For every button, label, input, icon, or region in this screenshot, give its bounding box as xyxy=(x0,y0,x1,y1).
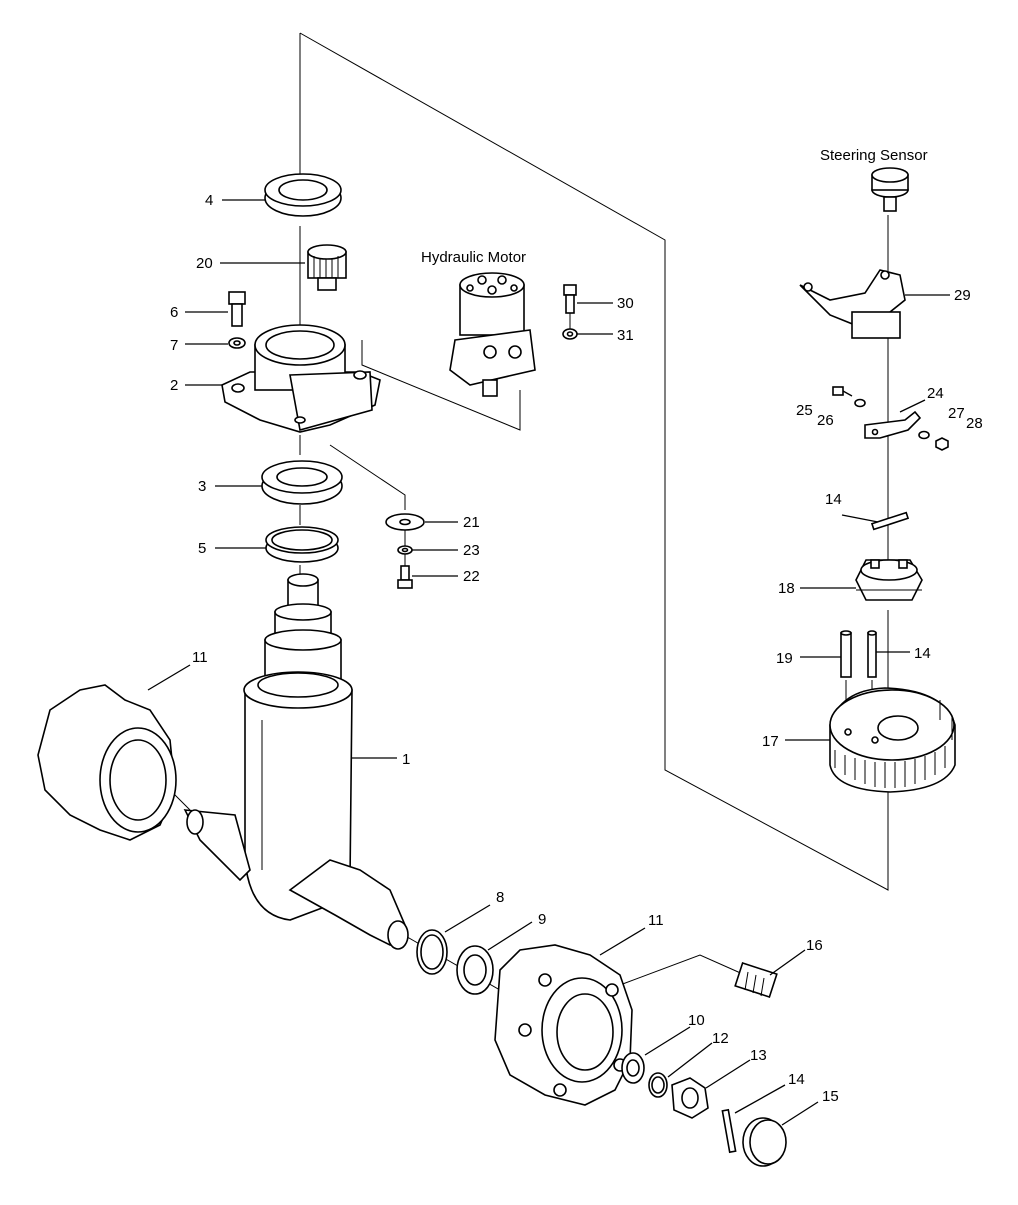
knuckle-1 xyxy=(183,573,409,950)
bearing-4 xyxy=(264,173,342,217)
callout-30: 30 xyxy=(617,295,634,312)
leader-lines xyxy=(147,199,950,1126)
washer-23 xyxy=(397,545,413,555)
cotter-pin-14-upper xyxy=(870,511,910,531)
washer-12 xyxy=(648,1072,668,1098)
pin-14-middle xyxy=(867,630,877,678)
callout-12: 12 xyxy=(712,1030,729,1047)
steering-sensor-title: Steering Sensor xyxy=(820,147,928,164)
bolt-30 xyxy=(563,284,577,314)
callout-22: 22 xyxy=(463,568,480,585)
callout-23: 23 xyxy=(463,542,480,559)
hub-11-right xyxy=(494,944,633,1106)
housing-2 xyxy=(221,324,381,433)
hydraulic-motor xyxy=(449,272,536,397)
callout-13: 13 xyxy=(750,1047,767,1064)
callout-25: 25 xyxy=(796,402,813,419)
callout-7: 7 xyxy=(170,337,178,354)
callout-17: 17 xyxy=(762,733,779,750)
hydraulic-motor-title: Hydraulic Motor xyxy=(421,249,526,266)
callout-6: 6 xyxy=(170,304,178,321)
callout-24: 24 xyxy=(927,385,944,402)
bearing-10 xyxy=(621,1052,645,1084)
callout-14-lower: 14 xyxy=(788,1071,805,1088)
gear-17 xyxy=(829,687,956,793)
washer-26 xyxy=(854,398,866,408)
nut-28 xyxy=(935,437,949,451)
bolt-6 xyxy=(228,291,246,327)
bearing-3 xyxy=(261,460,343,505)
callout-1: 1 xyxy=(402,751,410,768)
pin-19 xyxy=(840,630,852,678)
bearing-9 xyxy=(456,945,494,995)
steering-sensor xyxy=(871,167,909,212)
callout-29: 29 xyxy=(954,287,971,304)
callout-21: 21 xyxy=(463,514,480,531)
callout-10: 10 xyxy=(688,1012,705,1029)
washer-27 xyxy=(918,430,930,440)
washer-21 xyxy=(385,513,425,531)
callout-18: 18 xyxy=(778,580,795,597)
bracket-29 xyxy=(799,269,906,339)
callout-14-middle: 14 xyxy=(914,645,931,662)
screw-25 xyxy=(832,386,853,397)
ring-8 xyxy=(416,929,448,975)
pinion-gear-20 xyxy=(307,244,347,291)
callout-11-left: 11 xyxy=(192,649,208,666)
callout-8: 8 xyxy=(496,889,504,906)
castle-nut-13 xyxy=(671,1077,709,1119)
stud-16 xyxy=(734,962,778,998)
washer-7 xyxy=(228,337,246,349)
callout-9: 9 xyxy=(538,911,546,928)
callout-20: 20 xyxy=(196,255,213,272)
callout-5: 5 xyxy=(198,540,206,557)
callout-3: 3 xyxy=(198,478,206,495)
callout-2: 2 xyxy=(170,377,178,394)
callout-16: 16 xyxy=(806,937,823,954)
callout-numbers: 4 20 6 7 2 3 5 21 23 22 30 31 29 24 25 2… xyxy=(170,192,983,1105)
callout-27: 27 xyxy=(948,405,965,422)
callout-28: 28 xyxy=(966,415,983,432)
washer-31 xyxy=(562,328,578,340)
callout-11-right: 11 xyxy=(648,912,664,929)
bolt-22 xyxy=(397,565,413,589)
hub-11-left xyxy=(37,684,177,841)
ring-5 xyxy=(265,526,339,563)
bracket-24 xyxy=(864,410,922,439)
callout-4: 4 xyxy=(205,192,213,209)
callout-15: 15 xyxy=(822,1088,839,1105)
callout-26: 26 xyxy=(817,412,834,429)
callout-31: 31 xyxy=(617,327,634,344)
callout-14-upper: 14 xyxy=(825,491,842,508)
castle-nut-18 xyxy=(855,559,923,601)
cap-15 xyxy=(742,1117,787,1167)
cotter-pin-14-lower xyxy=(721,1108,737,1154)
callout-19: 19 xyxy=(776,650,793,667)
